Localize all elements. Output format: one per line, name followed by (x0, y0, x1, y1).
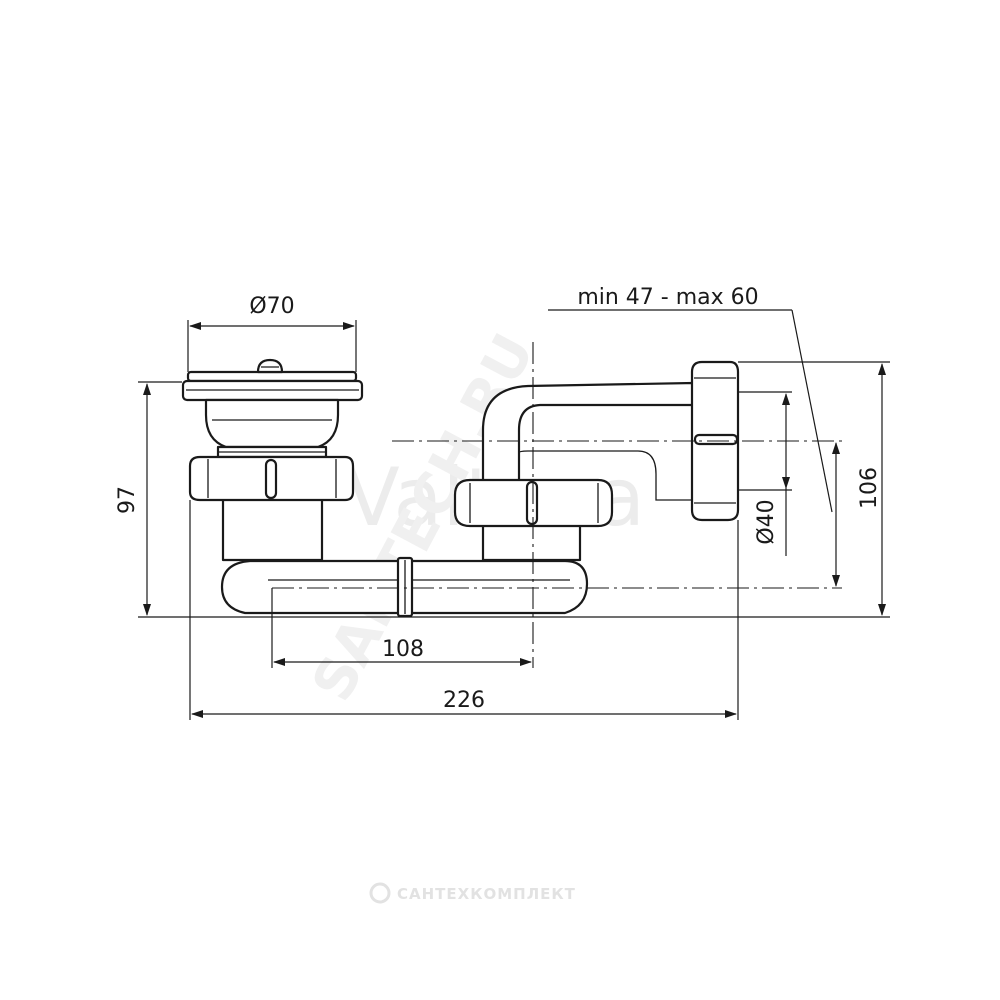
outlet-height-label: 106 (857, 467, 882, 509)
outlet-diameter-label: Ø40 (754, 499, 779, 544)
axis-lines (272, 342, 842, 668)
strainer-grate (186, 370, 358, 383)
strainer-knob (256, 358, 284, 374)
footer-watermark: САНТЕХКОМПЛЕКТ (369, 882, 576, 904)
inlet-pipe (221, 500, 324, 562)
total-height-label: 97 (115, 486, 140, 514)
footer-watermark-text: САНТЕХКОМПЛЕКТ (397, 885, 576, 903)
overflow-range-label: min 47 - max 60 (577, 285, 758, 310)
riser-pipe (481, 523, 582, 562)
total-length-label: 226 (443, 688, 485, 713)
strainer-body (204, 398, 340, 449)
middle-nut-slot (525, 480, 539, 526)
range-leader (791, 309, 833, 513)
center-distance-label: 108 (382, 637, 424, 662)
outlet-nut-slot (693, 433, 739, 446)
footer-logo-icon (369, 882, 391, 904)
strainer-diameter-label: Ø70 (249, 294, 294, 319)
dimensions: Ø70 97 106 Ø40 min 47 - max 60 108 226 (115, 285, 890, 720)
top-nut-slot (264, 458, 278, 500)
elbow-lower-edge (518, 450, 693, 501)
